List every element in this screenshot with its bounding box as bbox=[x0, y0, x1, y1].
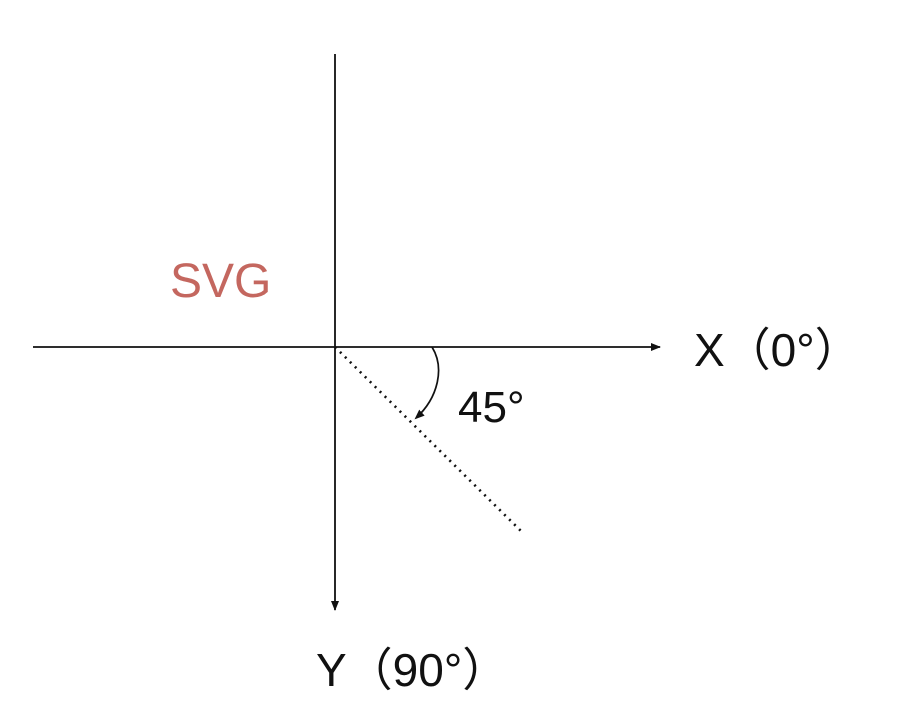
y-axis-label: Y（90°） bbox=[316, 644, 508, 696]
angle-ray-dotted bbox=[334, 346, 524, 534]
svg-title: SVG bbox=[170, 255, 271, 308]
angle-arc bbox=[414, 346, 440, 420]
x-axis-label: X（0°） bbox=[694, 324, 861, 376]
angle-label: 45° bbox=[458, 383, 525, 432]
